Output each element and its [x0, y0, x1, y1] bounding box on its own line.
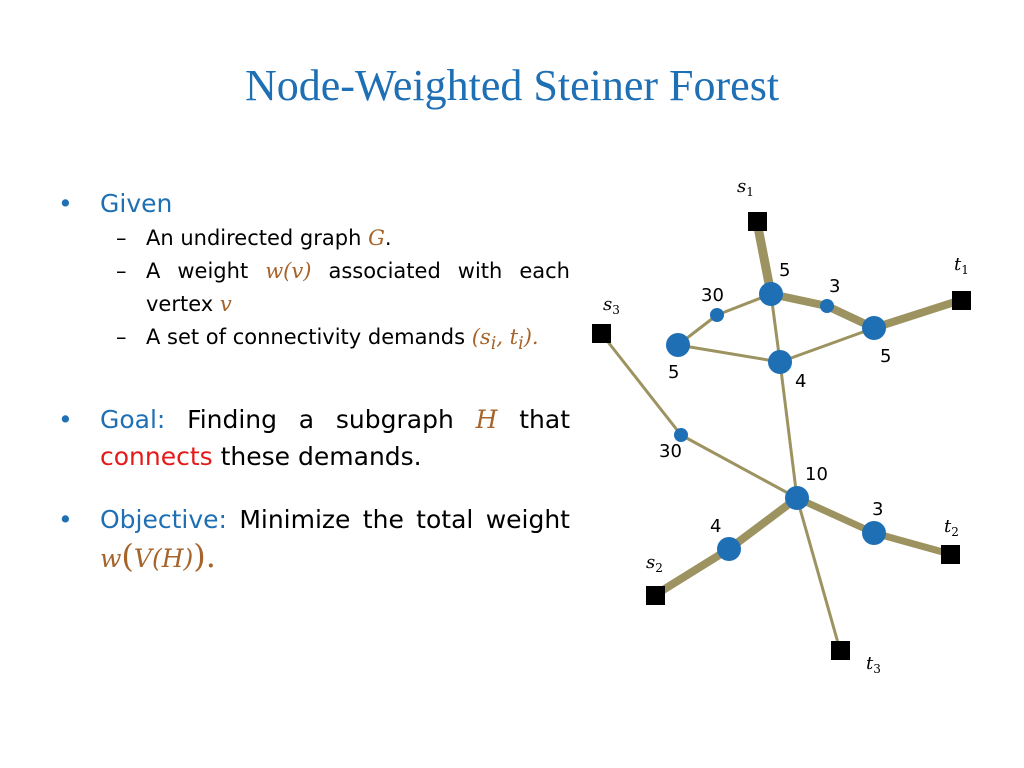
- node-right: [862, 316, 886, 340]
- math-part: , t: [496, 325, 519, 349]
- weight-label: 5: [880, 346, 891, 367]
- goal-text: these demands.: [212, 442, 422, 472]
- math-paren: ).: [193, 537, 216, 576]
- objective-text: Minimize the total weight: [226, 505, 570, 535]
- terminal-s2: [646, 586, 665, 605]
- math-G: G: [368, 226, 385, 250]
- terminal-labels: s1 t1 s3 s2 t2 t3: [603, 176, 969, 676]
- node-bottom-small: [674, 428, 688, 442]
- weight-label: 30: [701, 285, 724, 306]
- terminal-label-t3: t3: [866, 653, 881, 676]
- given-item-demands: – A set of connectivity demands (si, ti)…: [58, 321, 570, 361]
- edge-middle-hub: [778, 361, 799, 499]
- weight-label: 4: [710, 516, 721, 537]
- bullet-dot: •: [58, 405, 73, 435]
- math-part: (s: [471, 325, 491, 349]
- math-w-v: w(v): [265, 259, 312, 283]
- objective-label: Objective:: [100, 505, 227, 535]
- weight-label: 3: [872, 499, 883, 520]
- objective-bullet: • Objective: Minimize the total weight w…: [58, 501, 570, 577]
- edge-bottomleft-s2: [652, 545, 732, 599]
- bullet-dot: •: [58, 189, 73, 218]
- math-V-H: V(H): [133, 544, 194, 574]
- given-bullet: • Given: [58, 185, 570, 222]
- given-item-text: An undirected graph: [146, 226, 369, 250]
- edge-hub-t3: [795, 497, 842, 651]
- math-v: v: [219, 292, 232, 316]
- terminal-label-s1: s1: [737, 176, 754, 199]
- edge-hub-bottomright: [795, 494, 876, 537]
- math-H: H: [475, 405, 498, 435]
- dash-marker: –: [116, 259, 127, 283]
- terminal-t1: [952, 291, 971, 310]
- terminal-label-t1: t1: [954, 254, 969, 277]
- bullet-dot: •: [58, 505, 73, 535]
- given-item-text: A set of connectivity demands: [146, 325, 472, 349]
- node-bottom-right: [862, 521, 886, 545]
- weight-label: 5: [779, 260, 790, 281]
- edge-s3-bottomsmall: [599, 332, 683, 436]
- node-bottom-left: [717, 537, 741, 561]
- weight-label: 30: [659, 441, 682, 462]
- terminal-t2: [941, 545, 960, 564]
- node-top-center: [759, 282, 783, 306]
- edge-s1-top: [752, 221, 776, 295]
- edge-hub-bottomleft: [726, 494, 800, 553]
- node-top-small-right: [820, 299, 834, 313]
- bullet-list: • Given – An undirected graph G. – A wei…: [58, 185, 570, 577]
- math-w: w: [100, 544, 122, 574]
- graph-edges: [599, 221, 963, 651]
- edge-right-t1: [872, 296, 963, 332]
- terminal-label-t2: t2: [944, 516, 959, 539]
- goal-highlight: connects: [100, 442, 213, 472]
- edge-middle-right: [779, 326, 875, 364]
- node-top-small-left: [710, 308, 724, 322]
- weight-label: 5: [668, 362, 679, 383]
- node-left: [666, 333, 690, 357]
- edge-bottomright-t2: [873, 529, 951, 558]
- terminal-label-s3: s3: [603, 294, 620, 317]
- math-demand-pair: (si, ti).: [471, 325, 539, 354]
- weight-labels: 5 30 3 5 5 4 30 10 4 3: [659, 260, 891, 537]
- goal-text: that: [497, 405, 570, 435]
- given-item-weight: – A weight w(v) associated with each ver…: [58, 255, 570, 321]
- slide-title: Node-Weighted Steiner Forest: [244, 61, 780, 110]
- math-part: ).: [523, 325, 539, 349]
- given-item-text: associated with each vertex: [146, 259, 570, 316]
- goal-bullet: • Goal: Finding a subgraph H that connec…: [58, 401, 570, 475]
- given-item-graph: – An undirected graph G.: [58, 222, 570, 255]
- goal-text: Finding a subgraph: [165, 405, 476, 435]
- graph-nodes: [666, 282, 886, 561]
- weight-label: 3: [829, 276, 840, 297]
- edge-left-middle: [677, 343, 781, 364]
- weight-label: 10: [805, 464, 828, 485]
- given-item-text: A weight: [146, 259, 266, 283]
- goal-label: Goal:: [100, 405, 166, 435]
- terminal-label-s2: s2: [646, 552, 663, 575]
- weight-label: 4: [795, 371, 806, 392]
- terminal-nodes: [592, 212, 971, 660]
- terminal-t3: [831, 641, 850, 660]
- given-item-punct: .: [384, 226, 392, 250]
- math-sub: i: [490, 334, 497, 355]
- math-paren: (: [121, 537, 134, 576]
- math-sub: i: [518, 334, 524, 355]
- terminal-s3: [592, 324, 611, 343]
- given-label: Given: [100, 189, 173, 218]
- terminal-s1: [748, 212, 767, 231]
- node-middle: [768, 350, 792, 374]
- dash-marker: –: [116, 226, 127, 250]
- edge-bottomsmall-hub: [680, 433, 798, 500]
- node-hub: [785, 486, 809, 510]
- dash-marker: –: [116, 325, 127, 349]
